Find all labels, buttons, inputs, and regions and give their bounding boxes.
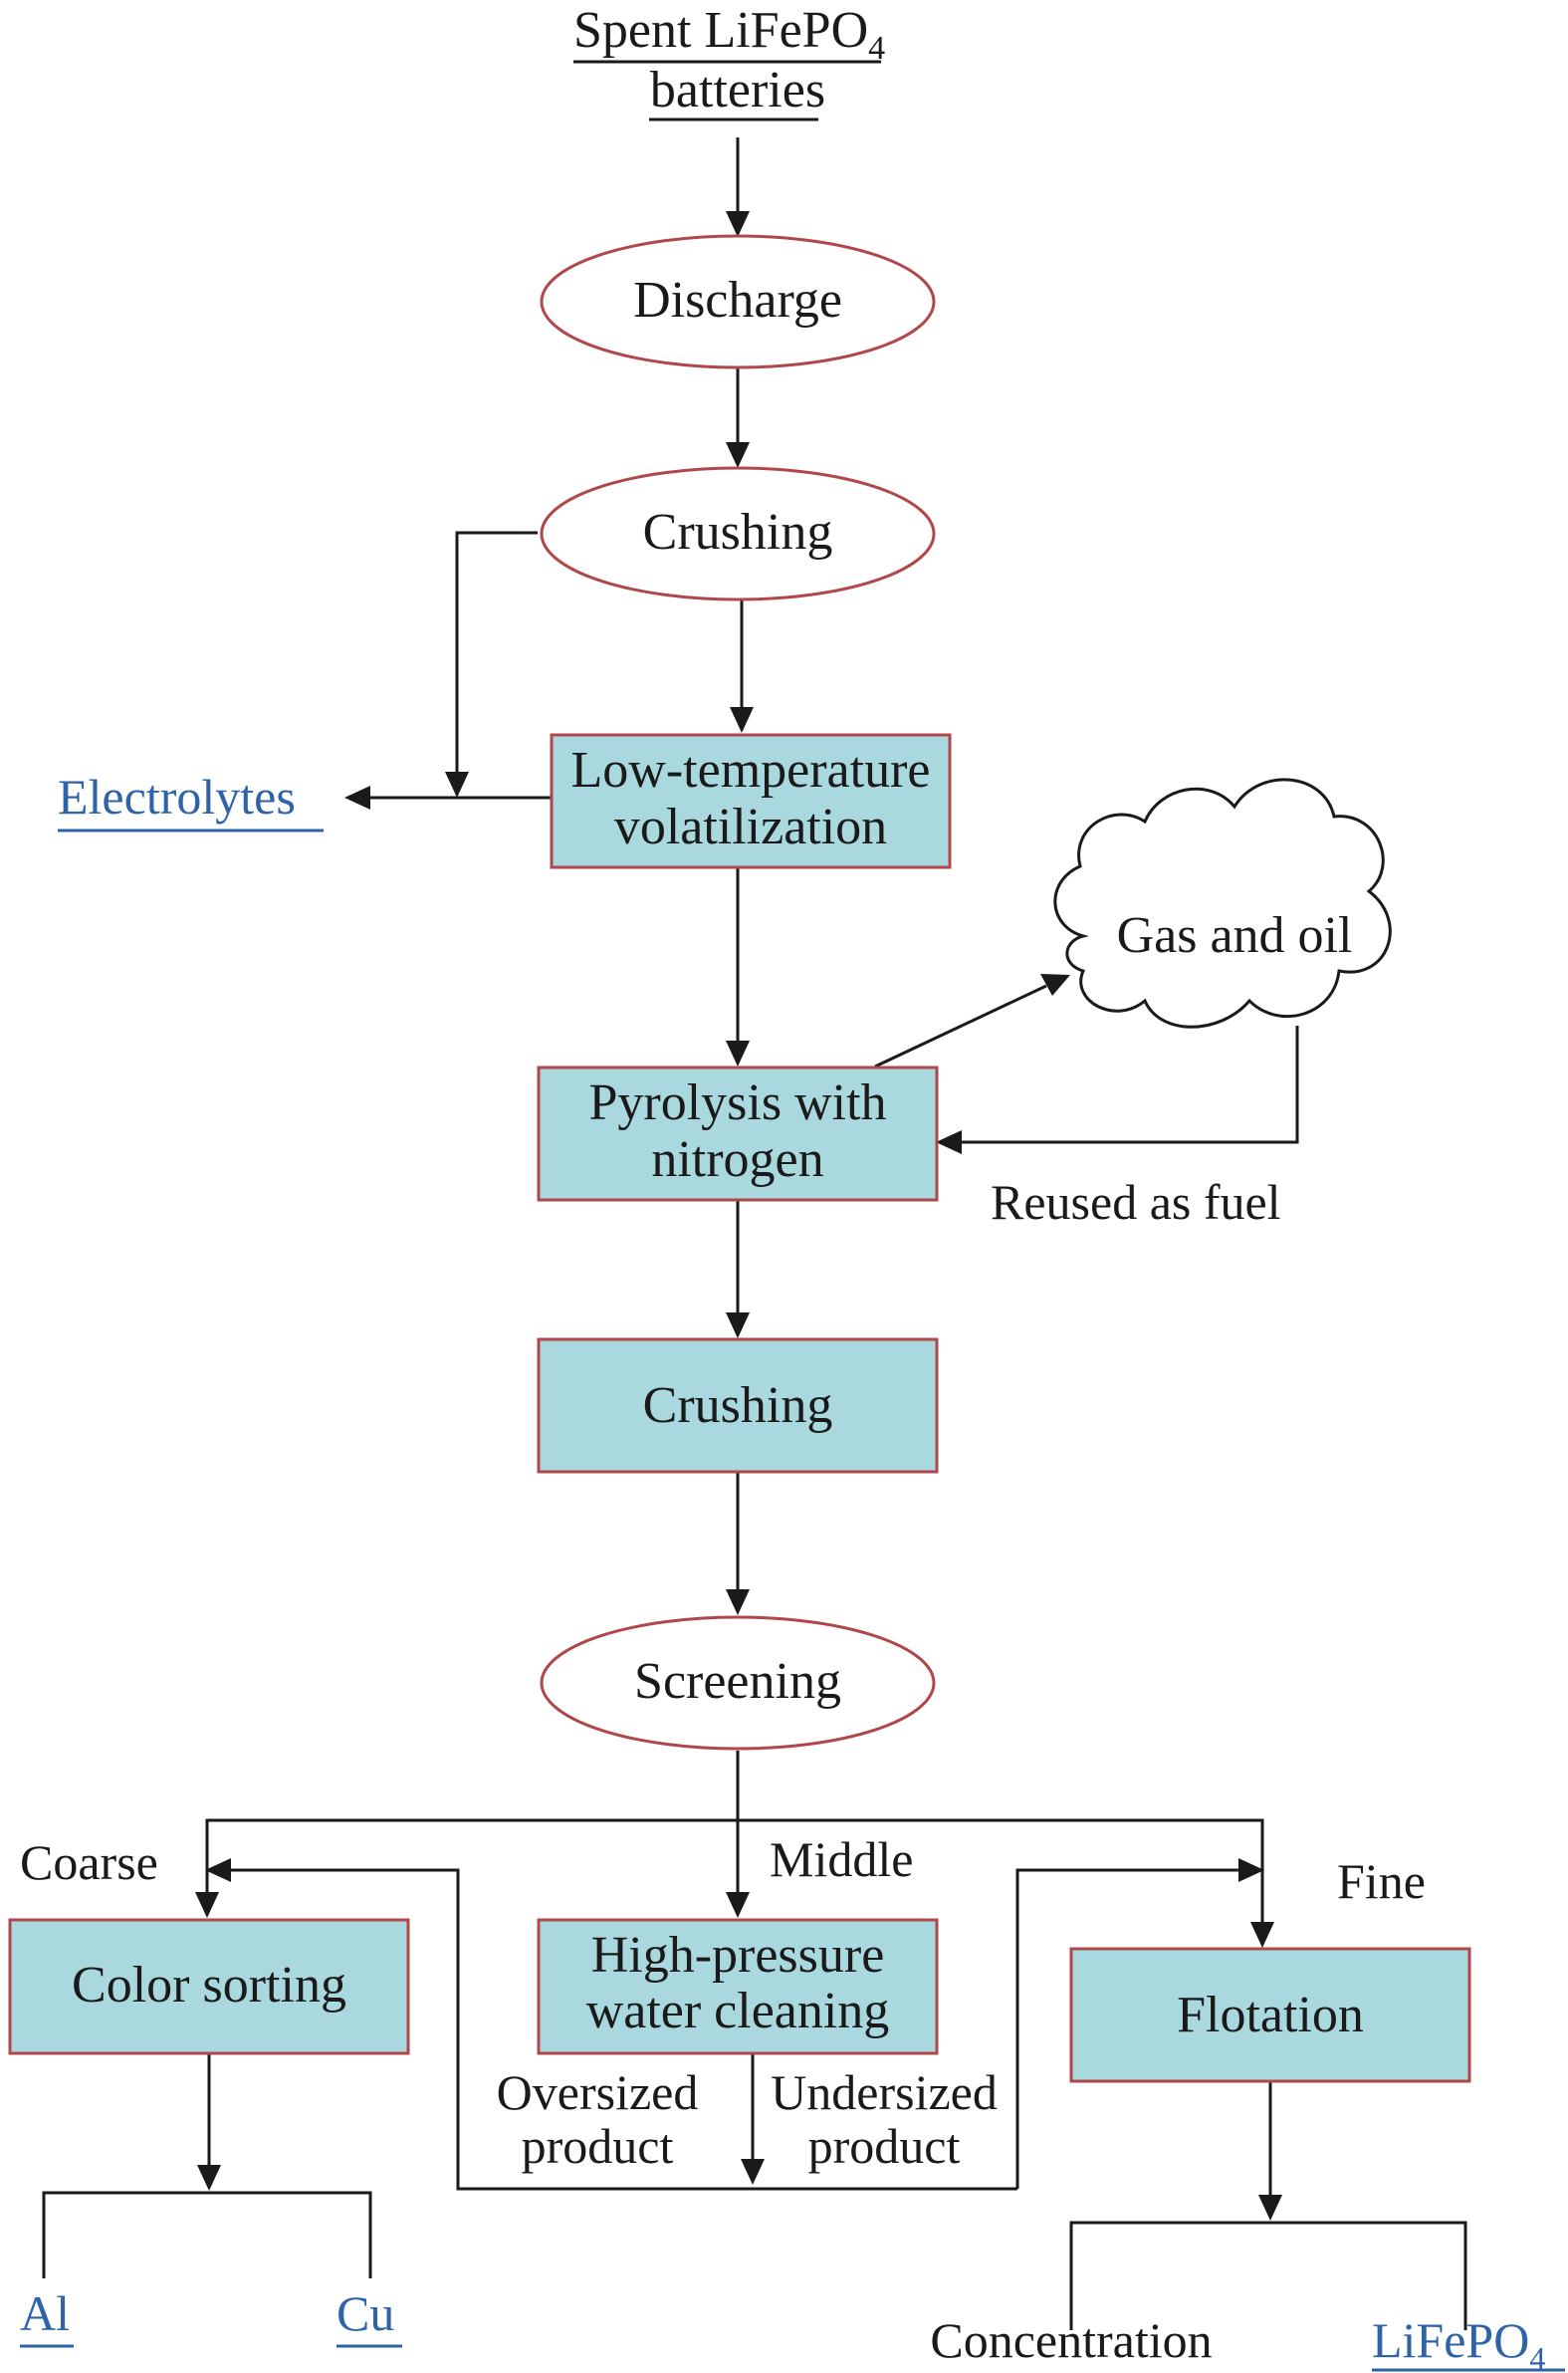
discharge-oval — [540, 234, 936, 369]
arrowhead-low-temp — [730, 707, 754, 733]
screening-label: Screening — [634, 1653, 841, 1710]
arrow-gas-reused-to-pyrolysis — [962, 1026, 1299, 1144]
low-temp-line-1: Low-temperature — [571, 742, 931, 799]
arrowhead-water-output — [741, 2159, 765, 2185]
color-sorting-label: Color sorting — [72, 1957, 346, 2014]
gas-and-oil-label: Gas and oil — [1117, 907, 1353, 964]
pyrolysis-line-1: Pyrolysis with — [588, 1074, 886, 1131]
coarse-label: Coarse — [20, 1834, 158, 1890]
lifepo4-main: LiFePO — [1372, 2312, 1529, 2368]
node-crushing-2: Crushing — [537, 1337, 939, 1474]
water-cleaning-line-1: High-pressure — [591, 1927, 885, 1984]
arrowhead-discharge — [726, 211, 750, 237]
product-al: Al — [20, 2285, 74, 2348]
undersized-line-2: product — [808, 2118, 961, 2174]
node-gas-and-oil: Gas and oil — [1053, 778, 1392, 1029]
arrowhead-middle — [726, 1892, 750, 1918]
arrowhead-gas — [1040, 974, 1070, 996]
oversized-line-1: Oversized — [497, 2064, 699, 2120]
arrowhead-coarse — [195, 1892, 219, 1918]
crushing-2-box — [537, 1337, 939, 1474]
lifepo4-label: LiFePO4 — [1372, 2312, 1545, 2373]
product-electrolytes: Electrolytes — [58, 769, 324, 832]
arrowhead-flotation-output — [1258, 2195, 1282, 2221]
cloud-shape — [1053, 778, 1392, 1029]
crushing-1-oval — [540, 466, 936, 601]
crushing-1-label: Crushing — [643, 504, 833, 561]
arrowhead-oversized-return — [205, 1858, 231, 1882]
color-sorting-split — [42, 2191, 372, 2278]
middle-label: Middle — [770, 1831, 913, 1887]
arrow-pyrolysis-to-gas — [874, 984, 1047, 1068]
arrowhead-color-output — [197, 2165, 221, 2191]
arrowhead-crushing-1 — [726, 442, 750, 468]
fine-label: Fine — [1337, 1853, 1426, 1909]
undersized-line-1: Undersized — [771, 2064, 998, 2120]
start-line-2: batteries — [650, 62, 825, 119]
node-crushing-1: Crushing — [540, 466, 936, 601]
color-sorting-box — [8, 1918, 410, 2055]
low-temp-line-2: volatilization — [614, 799, 887, 855]
node-pyrolysis: Pyrolysis with nitrogen — [537, 1066, 939, 1202]
start-line-1-main: Spent LiFePO — [573, 2, 868, 59]
pyrolysis-line-2: nitrogen — [651, 1131, 823, 1188]
electrolytes-label: Electrolytes — [58, 769, 296, 825]
product-lifepo4: LiFePO4 — [1372, 2312, 1565, 2373]
start-line-1-subscript: 4 — [868, 30, 885, 67]
water-cleaning-line-2: water cleaning — [586, 1983, 890, 2039]
node-discharge: Discharge — [540, 234, 936, 369]
lifepo4-subscript: 4 — [1529, 2340, 1545, 2373]
product-cu: Cu — [336, 2285, 402, 2348]
discharge-label: Discharge — [633, 272, 842, 329]
screening-oval — [540, 1615, 936, 1751]
node-flotation: Flotation — [1069, 1947, 1471, 2083]
pyrolysis-box — [537, 1066, 939, 1202]
connectors — [42, 137, 1467, 2330]
concentration-label: Concentration — [930, 2312, 1212, 2368]
arrowhead-undersized — [1238, 1858, 1264, 1882]
node-screening: Screening — [540, 1615, 936, 1751]
flotation-box — [1069, 1947, 1471, 2083]
node-high-pressure-water-cleaning: High-pressure water cleaning — [537, 1918, 939, 2055]
arrowhead-fine — [1250, 1922, 1274, 1948]
node-low-temp-volatilization: Low-temperature volatilization — [550, 733, 952, 869]
arrowhead-pyrolysis — [726, 1041, 750, 1067]
start-line-1: Spent LiFePO4 — [573, 2, 885, 67]
node-color-sorting: Color sorting — [8, 1918, 410, 2055]
oversized-line-2: product — [522, 2118, 674, 2174]
undersized-to-flotation — [1015, 1868, 1238, 2189]
arrowhead-crushing-2 — [726, 1312, 750, 1338]
flotation-label: Flotation — [1177, 1987, 1364, 2043]
screening-split-bar — [205, 1818, 1264, 1868]
start-label: Spent LiFePO4 batteries — [573, 2, 885, 121]
water-cleaning-box — [537, 1918, 939, 2055]
crushing-2-label: Crushing — [643, 1377, 833, 1434]
arrowhead-electrolytes — [344, 786, 370, 810]
arrowhead-reused-fuel — [936, 1130, 962, 1154]
arrowhead-screening — [726, 1589, 750, 1615]
branch-crushing-to-electrolytes — [455, 531, 538, 772]
flotation-split — [1069, 2221, 1467, 2330]
reused-as-fuel-label: Reused as fuel — [991, 1174, 1281, 1230]
al-label: Al — [20, 2285, 70, 2341]
oversized-return-to-color-sorting — [231, 1868, 1017, 2191]
cu-label: Cu — [336, 2285, 394, 2341]
arrowhead-branch-electrolytes — [445, 772, 469, 798]
low-temp-box — [550, 733, 952, 869]
